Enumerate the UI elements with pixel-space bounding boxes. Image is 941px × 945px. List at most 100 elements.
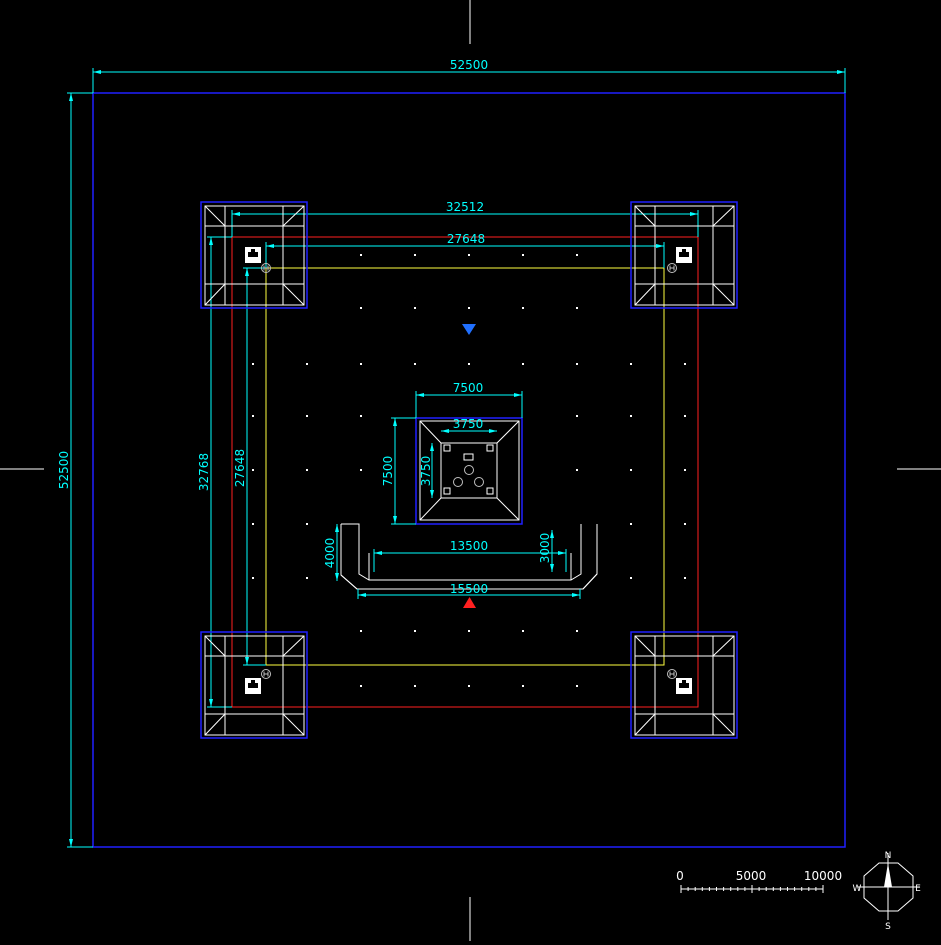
channel-dimensions: 13500 15500 4000 3000 <box>323 524 581 599</box>
survey-point <box>414 630 416 632</box>
survey-point <box>522 630 524 632</box>
survey-point <box>306 415 308 417</box>
marker-h-icon <box>667 669 677 679</box>
marker-h-icon <box>667 263 677 273</box>
survey-point <box>360 363 362 365</box>
compass-s: S <box>885 922 891 932</box>
marker-h-icon <box>453 477 463 487</box>
corner-tower[interactable] <box>200 201 308 309</box>
equipment-icon <box>676 678 692 694</box>
survey-point <box>576 307 578 309</box>
corner-tower[interactable] <box>630 201 738 309</box>
equipment-icon <box>676 247 692 263</box>
survey-point <box>630 577 632 579</box>
survey-point <box>684 363 686 365</box>
center-inner-width-label: 3750 <box>453 417 484 431</box>
outer-boundary[interactable] <box>92 92 846 848</box>
survey-point <box>630 415 632 417</box>
survey-point <box>684 415 686 417</box>
corner-tower[interactable] <box>200 631 308 739</box>
survey-point <box>630 363 632 365</box>
marker-h-icon <box>261 263 271 273</box>
center-outer-width-label: 7500 <box>453 381 484 395</box>
survey-point <box>576 415 578 417</box>
scale-label-5000: 5000 <box>736 869 767 883</box>
survey-point <box>360 254 362 256</box>
yellow-height-dimension: 27648 <box>233 267 266 666</box>
survey-point <box>576 363 578 365</box>
center-structure[interactable] <box>415 417 523 525</box>
survey-point <box>630 469 632 471</box>
compass-n: N <box>885 851 892 861</box>
equipment-icon <box>245 247 261 263</box>
scale-label-0: 0 <box>676 869 684 883</box>
survey-point <box>522 254 524 256</box>
red-frame[interactable] <box>231 236 699 708</box>
survey-point <box>360 469 362 471</box>
channel-right-height-label: 3000 <box>538 533 552 564</box>
channel-outer-width-label: 15500 <box>450 582 488 596</box>
survey-point <box>684 577 686 579</box>
marker-h-icon <box>474 477 484 487</box>
survey-point <box>414 685 416 687</box>
scale-bar: 0 5000 10000 <box>676 869 842 893</box>
compass-e: E <box>915 884 921 894</box>
center-outer-height-label: 7500 <box>381 456 395 487</box>
red-height-dimension: 32768 <box>197 236 232 708</box>
red-span-dimension: 32512 <box>231 200 699 237</box>
survey-point <box>360 685 362 687</box>
survey-point <box>522 363 524 365</box>
survey-point <box>360 415 362 417</box>
equipment-icon <box>245 678 261 694</box>
yellow-span-dimension: 27648 <box>265 232 665 268</box>
survey-point <box>306 577 308 579</box>
survey-point <box>684 523 686 525</box>
survey-point <box>414 363 416 365</box>
survey-point <box>252 523 254 525</box>
survey-point <box>576 469 578 471</box>
north-marker-icon[interactable] <box>462 324 476 335</box>
survey-point <box>360 307 362 309</box>
marker-h-icon <box>464 465 474 475</box>
survey-point <box>468 685 470 687</box>
red-span-label: 32512 <box>446 200 484 214</box>
outer-height-dimension: 52500 <box>57 92 93 848</box>
yellow-frame[interactable] <box>265 267 665 666</box>
outer-height-label: 52500 <box>57 451 71 489</box>
corner-tower[interactable] <box>630 631 738 739</box>
survey-point <box>252 577 254 579</box>
survey-point <box>252 363 254 365</box>
survey-point <box>306 469 308 471</box>
south-marker-icon[interactable] <box>463 597 476 608</box>
channel-left-height-label: 4000 <box>323 538 337 569</box>
channel-inner-width-label: 13500 <box>450 539 488 553</box>
survey-point <box>576 630 578 632</box>
marker-h-icon <box>261 669 271 679</box>
compass-rose-icon: N S E W <box>853 851 922 932</box>
outer-width-dimension: 52500 <box>92 58 846 93</box>
corner-towers <box>200 201 738 739</box>
survey-point <box>468 630 470 632</box>
survey-point <box>522 307 524 309</box>
survey-point <box>468 363 470 365</box>
survey-point <box>630 523 632 525</box>
red-height-label: 32768 <box>197 453 211 491</box>
survey-point <box>468 254 470 256</box>
u-channel-structure[interactable] <box>340 523 598 590</box>
compass-w: W <box>853 884 862 894</box>
survey-point <box>306 523 308 525</box>
survey-point <box>684 469 686 471</box>
survey-point <box>468 307 470 309</box>
survey-point <box>576 254 578 256</box>
survey-point-grid <box>252 254 686 687</box>
yellow-span-label: 27648 <box>447 232 485 246</box>
scale-label-10000: 10000 <box>804 869 842 883</box>
survey-point <box>252 469 254 471</box>
survey-point <box>252 415 254 417</box>
survey-point <box>576 685 578 687</box>
survey-point <box>414 254 416 256</box>
survey-point <box>360 630 362 632</box>
